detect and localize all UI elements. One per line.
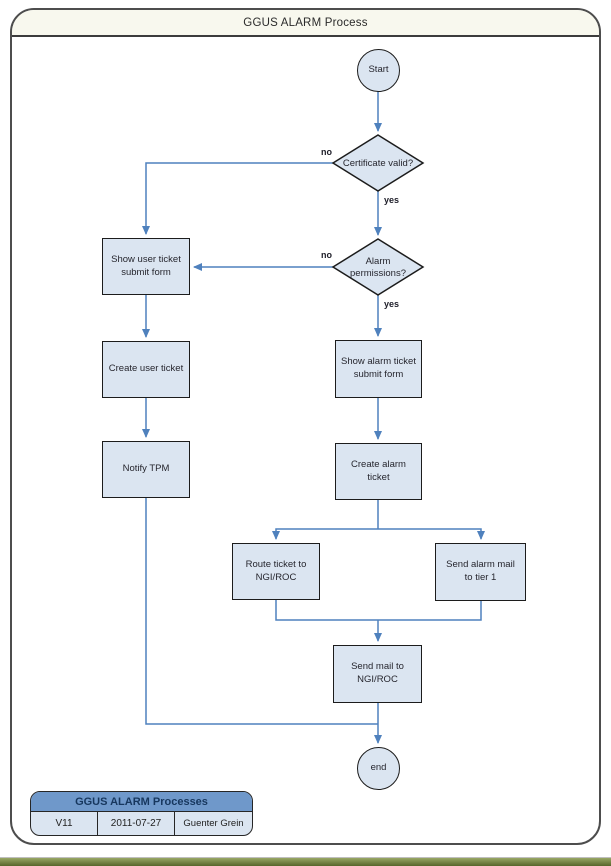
- start-node: Start: [357, 49, 400, 92]
- legend-title: GGUS ALARM Processes: [31, 792, 252, 812]
- label-cert-no: no: [321, 147, 332, 157]
- process-create-alarm-ticket: Create alarm ticket: [335, 443, 422, 500]
- process-create-user-ticket: Create user ticket: [102, 341, 190, 398]
- legend-author: Guenter Grein: [183, 818, 244, 829]
- page-title: GGUS ALARM Process: [243, 16, 368, 29]
- window-edge-strip: [0, 857, 611, 866]
- label-cert-yes: yes: [384, 195, 400, 205]
- title-band: GGUS ALARM Process: [12, 10, 599, 37]
- end-label: end: [370, 762, 387, 774]
- end-node: end: [357, 747, 400, 790]
- process-route-ticket-ngi-roc: Route ticket to NGI/ROC: [232, 543, 320, 600]
- process-show-user-ticket-form: Show user ticket submit form: [102, 238, 190, 295]
- process-send-alarm-mail-tier1: Send alarm mail to tier 1: [435, 543, 526, 601]
- label-alarm-no: no: [321, 250, 332, 260]
- legend-table: GGUS ALARM Processes V11 2011-07-27 Guen…: [30, 791, 253, 836]
- decision-certificate-valid: Certificate valid?: [342, 157, 414, 169]
- legend-row: V11 2011-07-27 Guenter Grein: [31, 812, 252, 835]
- decision-alarm-permissions: Alarm permissions?: [350, 255, 406, 279]
- process-notify-tpm: Notify TPM: [102, 441, 190, 498]
- legend-date: 2011-07-27: [97, 812, 175, 835]
- process-show-alarm-ticket-form: Show alarm ticket submit form: [335, 340, 422, 398]
- start-label: Start: [368, 64, 389, 76]
- legend-version: V11: [55, 818, 73, 829]
- label-alarm-yes: yes: [384, 299, 400, 309]
- diagram-page-frame: GGUS ALARM Process: [10, 8, 601, 845]
- process-send-mail-ngi-roc: Send mail to NGI/ROC: [333, 645, 422, 703]
